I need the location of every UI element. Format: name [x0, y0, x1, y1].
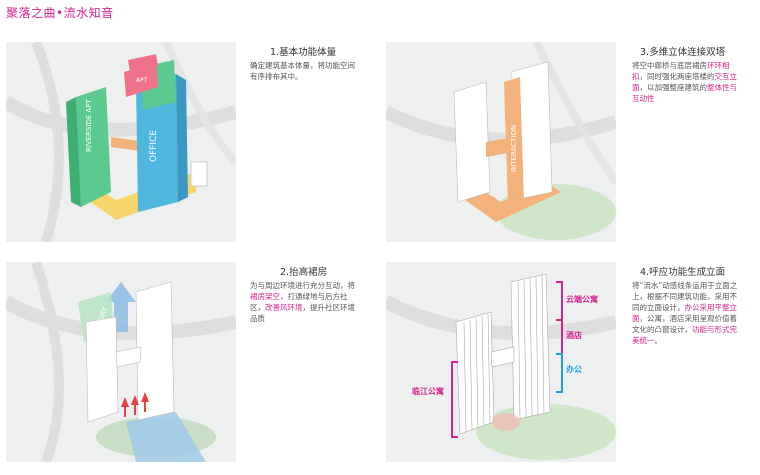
page-title: 聚落之曲•流水知音 — [6, 4, 114, 21]
step-title: 4.呼应功能生成立面 — [640, 264, 725, 278]
step-text: ，同时强化两座塔楼的 — [640, 72, 715, 81]
step-text: 为与周边环境进行充分互动，将 — [250, 281, 355, 290]
step-body: 确定建筑基本体量，将功能空间有序排布其中。 — [250, 60, 358, 82]
step-body: 将“流水”动感线条运用于立面之上，根据不同建筑功能，采用不同的立面设计，办公采用… — [632, 280, 742, 346]
step-text-highlight: 裙房架空 — [250, 292, 280, 301]
diagram-multi-dimensional-connection: INTERACTION — [386, 42, 616, 242]
step-text: ，以加强整座建筑的 — [640, 83, 708, 92]
step-body: 将空中廊桥与底层裙房环环相扣，同时强化两座塔楼的交互立面，以加强整座建筑的整体性… — [632, 60, 742, 104]
step-title: 3.多维立体连接双塔 — [640, 44, 725, 58]
svg-text:RIVERSIDE APT: RIVERSIDE APT — [85, 98, 93, 152]
step-title: 1.基本功能体量 — [270, 44, 336, 58]
annotation-riverside-apartment: 临江公寓 — [412, 386, 444, 397]
diagram-facade-by-function: 云端公寓 酒店 办公 临江公寓 — [386, 262, 616, 462]
svg-text:OFFICE: OFFICE — [149, 130, 159, 162]
diagram-raised-podium: LUXURY — [6, 262, 236, 462]
annotation-office: 办公 — [566, 364, 582, 375]
annotation-cloud-apartment: 云端公寓 — [566, 294, 598, 305]
svg-text:APT: APT — [136, 77, 148, 84]
step-text: 将空中廊桥与底层裙房 — [632, 61, 707, 70]
svg-text:INTERACTION: INTERACTION — [510, 125, 518, 172]
step-title: 2.抬高裙房 — [280, 264, 327, 278]
diagram-functional-massing: RIVERSIDE APT OFFICE APT — [6, 42, 236, 242]
step-text: 确定建筑基本体量，将功能空间有序排布其中。 — [250, 61, 355, 81]
annotation-hotel: 酒店 — [566, 330, 582, 341]
step-text-highlight: 改善风环境 — [265, 303, 303, 312]
step-body: 为与周边环境进行充分互动，将裙房架空，打通绿地与后方社区，改善风环境，提升社区环… — [250, 280, 358, 324]
